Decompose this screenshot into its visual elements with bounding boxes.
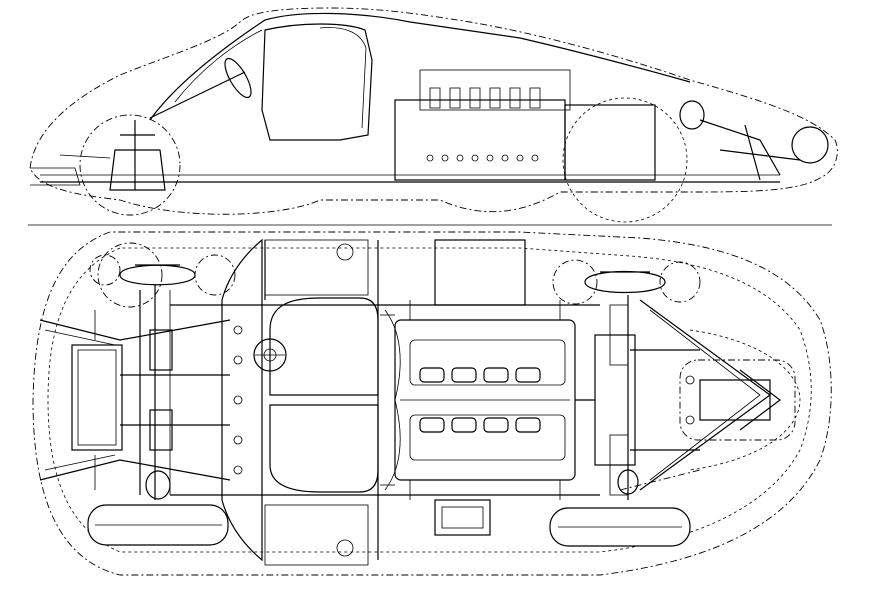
gearbox-plan xyxy=(594,334,636,466)
rear-brake-drum-upper xyxy=(584,270,666,294)
cylinder-head-side xyxy=(419,69,571,111)
fuel-tank-upper xyxy=(434,239,526,306)
side-elevation-view xyxy=(29,7,838,223)
steering-wheel-plan xyxy=(253,338,287,372)
rear-axle-assembly xyxy=(549,259,801,547)
battery-box xyxy=(434,499,491,536)
side-box-lower xyxy=(264,504,369,566)
front-suspension-side xyxy=(109,120,166,191)
steering-column xyxy=(149,71,246,119)
rear-fuel-tank xyxy=(679,359,796,441)
nose-detail xyxy=(30,154,111,186)
canopy-outline xyxy=(149,12,691,121)
seat-back xyxy=(319,27,367,129)
steering-wheel-side xyxy=(224,57,252,99)
steering-box xyxy=(149,329,173,371)
radiator xyxy=(71,344,123,451)
front-wheel-side xyxy=(79,114,181,216)
fuel-filler xyxy=(679,100,705,130)
intake-stacks xyxy=(429,87,541,109)
rear-wheel-side xyxy=(562,97,688,223)
front-brake-drum-lower xyxy=(145,470,171,500)
plan-view xyxy=(32,231,832,576)
bulkhead xyxy=(221,238,263,562)
windscreen xyxy=(174,29,263,103)
tail-light xyxy=(791,126,829,164)
spark-plugs-side xyxy=(426,154,539,162)
bulkhead-holes xyxy=(233,325,243,475)
cockpit xyxy=(253,239,379,566)
front-right-wheel-plan xyxy=(97,242,163,308)
front-brake-drum-upper xyxy=(119,264,196,286)
cylinder-bank-left xyxy=(409,339,566,386)
cylinders-right xyxy=(419,417,541,433)
seat-lower-plan xyxy=(269,404,379,493)
rear-right-wheel-plan xyxy=(552,259,598,305)
seat-upper-plan xyxy=(269,297,379,396)
transaxle-plan xyxy=(575,304,636,496)
cylinder-bank-right xyxy=(409,414,566,461)
body-outline-plan xyxy=(32,231,832,576)
cylinders-left xyxy=(419,367,541,383)
seat-side xyxy=(261,23,373,141)
rear-suspension-side xyxy=(699,119,801,181)
engine-block-side xyxy=(394,99,566,181)
engine-plan xyxy=(394,239,576,536)
frame-tubes-plan xyxy=(170,304,600,496)
side-box-upper xyxy=(264,239,369,296)
body-outline-side xyxy=(29,7,838,215)
gearbox-side xyxy=(564,104,656,181)
front-axle-assembly xyxy=(39,242,236,546)
